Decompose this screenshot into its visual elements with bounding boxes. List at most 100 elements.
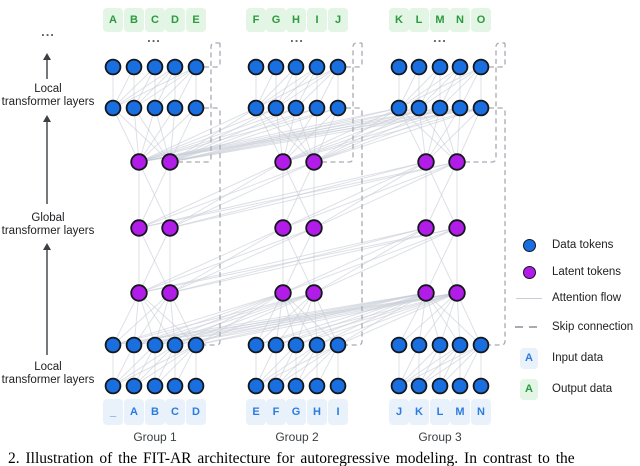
data-token — [287, 336, 305, 354]
data-token — [166, 336, 184, 354]
data-token — [146, 99, 164, 117]
group2-ellipsis: ... — [290, 30, 304, 45]
attention-line — [174, 292, 284, 346]
attention-line — [425, 227, 458, 294]
skip-connection-path — [346, 43, 363, 68]
data-token — [472, 377, 490, 395]
legend-row-attention-flow: Attention flow — [514, 287, 633, 309]
attention-line — [282, 107, 461, 163]
attention-line — [195, 292, 284, 346]
flow-arrow-head — [43, 53, 51, 60]
data-token — [431, 99, 449, 117]
data-token — [187, 99, 205, 117]
attention-line — [112, 292, 427, 346]
attention-line — [313, 107, 400, 163]
input-data-cell: C — [165, 399, 185, 425]
output-data-cell: F — [246, 8, 266, 32]
side-label-global: Global transformer layers — [1, 212, 95, 237]
attention-line — [295, 292, 427, 346]
data-token — [146, 377, 164, 395]
attention-line — [133, 292, 284, 346]
data-token — [104, 99, 122, 117]
attention-line — [138, 107, 420, 163]
attention-line — [138, 161, 284, 229]
latent-token — [448, 284, 466, 302]
data-token — [472, 58, 490, 76]
data-token — [267, 58, 285, 76]
attention-line — [398, 344, 441, 387]
group1-ellipsis: ... — [147, 30, 161, 45]
latent-token — [274, 219, 292, 237]
attention-line — [169, 227, 315, 294]
attention-line — [275, 66, 339, 109]
attention-line — [169, 292, 197, 346]
attention-line — [255, 344, 339, 387]
attention-line — [133, 66, 197, 109]
legend-row-data-tokens: Data tokens — [514, 234, 633, 256]
attention-line — [456, 107, 482, 163]
attention-line — [174, 292, 458, 346]
data-token — [329, 336, 347, 354]
legend-row-latent-tokens: Latent tokens — [514, 261, 633, 283]
data-token — [451, 99, 469, 117]
attention-line — [138, 227, 171, 294]
side-label-local-bottom: Local transformer layers — [1, 361, 95, 386]
data-token — [390, 58, 408, 76]
attention-line — [255, 292, 427, 346]
latent-token — [274, 153, 292, 171]
input-data-cell: E — [246, 399, 266, 425]
output-data-cell: O — [471, 8, 491, 32]
legend-row-skip-connection: Skip connection — [514, 316, 633, 338]
latent-token — [305, 284, 323, 302]
data-token — [329, 99, 347, 117]
output-data-cell: B — [124, 8, 144, 32]
legend-label: Output data — [552, 383, 613, 395]
attention-line — [138, 107, 297, 163]
attention-line — [282, 161, 427, 229]
attention-line — [195, 292, 427, 346]
attention-line — [112, 292, 315, 346]
data-token — [247, 377, 265, 395]
output-data-cell: K — [389, 8, 409, 32]
attention-line — [425, 107, 482, 163]
attention-line — [456, 292, 482, 346]
latent-token — [130, 219, 148, 237]
attention-line — [255, 344, 318, 387]
input-data-cell: F — [266, 399, 286, 425]
output-data-cell: E — [186, 8, 206, 32]
attention-line — [425, 161, 458, 229]
data-token — [287, 58, 305, 76]
attention-line — [337, 292, 458, 346]
data-token — [125, 58, 143, 76]
attention-line — [138, 107, 339, 163]
attention-line — [112, 66, 156, 109]
attention-line — [112, 292, 140, 346]
attention-line — [138, 161, 171, 229]
data-token — [104, 377, 122, 395]
group2-label: Group 2 — [275, 430, 319, 444]
attention-flow-icon — [516, 297, 542, 299]
attention-line — [282, 107, 400, 163]
data-token — [187, 336, 205, 354]
attention-line — [138, 161, 427, 229]
latent-token — [274, 284, 292, 302]
output-data-cell: I — [307, 8, 327, 32]
data-token — [410, 377, 428, 395]
legend-row-output-data: A Output data — [514, 376, 633, 402]
skip-connection-path — [178, 42, 220, 163]
attention-line — [313, 161, 427, 229]
latent-token — [448, 219, 466, 237]
attention-line — [133, 292, 140, 346]
input-data-cell: H — [307, 399, 327, 425]
attention-line — [313, 107, 461, 163]
attention-line — [169, 107, 420, 163]
attention-line — [138, 227, 284, 294]
attention-line — [282, 227, 427, 294]
attention-line — [398, 66, 482, 109]
data-token — [166, 377, 184, 395]
attention-line — [169, 161, 315, 229]
data-token — [390, 377, 408, 395]
skip-connection-path — [346, 107, 363, 346]
attention-line — [275, 292, 427, 346]
data-token — [451, 377, 469, 395]
